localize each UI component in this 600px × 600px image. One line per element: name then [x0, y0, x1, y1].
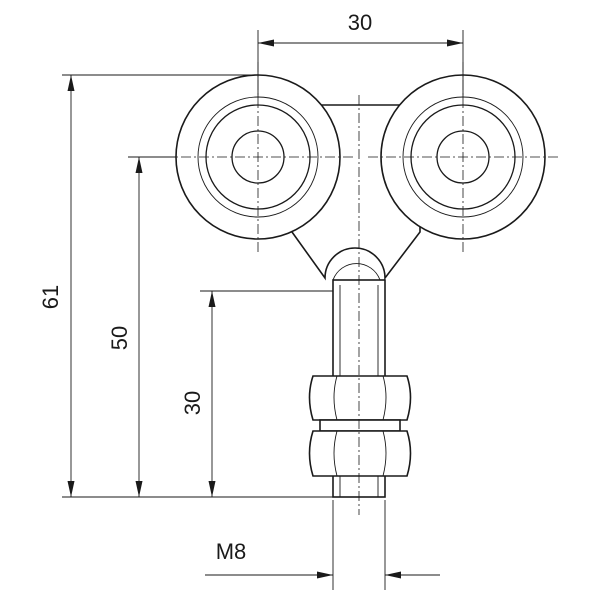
axle-height-label: 50 [107, 326, 132, 350]
overall-height-label: 61 [38, 285, 63, 309]
roller-spacing-dimension [258, 39, 463, 47]
overall-height-dimension [67, 75, 75, 497]
upper-hex-nut [308, 375, 412, 421]
roller-spacing-label: 30 [348, 10, 372, 35]
thread-length-dimension [208, 291, 216, 497]
lower-hex-nut [308, 419, 412, 477]
thread-length-label: 30 [180, 391, 205, 415]
roller-bracket-part [163, 62, 558, 515]
dimension-lines [62, 30, 464, 590]
axle-height-dimension [135, 157, 143, 497]
thread-size-label: M8 [216, 539, 247, 564]
thread-size-dimension [205, 571, 440, 579]
